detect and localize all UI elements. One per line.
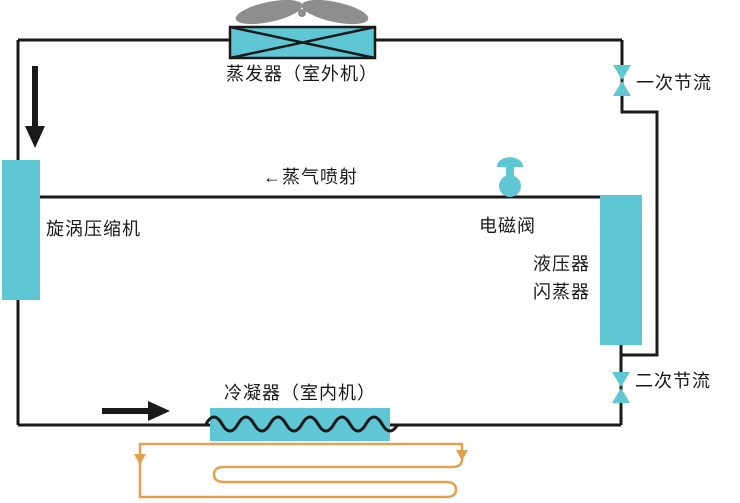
coil-flow-arrow-right-icon [456,450,468,461]
solenoid-cap [497,157,523,167]
primary-throttle-label: 一次节流 [636,73,712,93]
solenoid-valve-label: 电磁阀 [479,216,536,236]
compressor-label: 旋涡压缩机 [46,219,141,239]
coil-flow-arrow-left-icon [134,454,146,465]
solenoid-ball [499,175,521,197]
condenser-symbol [204,408,400,441]
flash-tank-label-line2: 闪蒸器 [533,282,590,302]
condenser-wave [204,415,400,433]
fan-icon [235,0,369,25]
evaporator-symbol [228,25,377,60]
flash-tank-symbol [600,195,642,345]
coil-path [138,442,464,499]
secondary-throttle-valve-icon [612,372,630,403]
flow-arrow-right [102,401,170,421]
fan-blade-right [301,0,369,25]
solenoid-stem [506,166,514,178]
vapor-injection-label: ←蒸气喷射 [263,167,358,187]
secondary-throttle-label: 二次节流 [635,371,711,391]
solenoid-valve-icon [497,157,523,197]
evaporator-cross [229,25,376,60]
primary-throttle-valve-icon [613,65,631,96]
fan-blade-left [235,0,303,25]
evaporator-label: 蒸发器（室外机） [226,64,378,84]
fan-hub [298,9,306,17]
flow-arrow-down [25,66,45,148]
flash-tank-label-line1: 液压器 [533,254,590,274]
compressor-symbol [2,160,40,300]
floor-heating-coil [134,442,468,499]
condenser-label: 冷凝器（室内机） [224,383,376,403]
